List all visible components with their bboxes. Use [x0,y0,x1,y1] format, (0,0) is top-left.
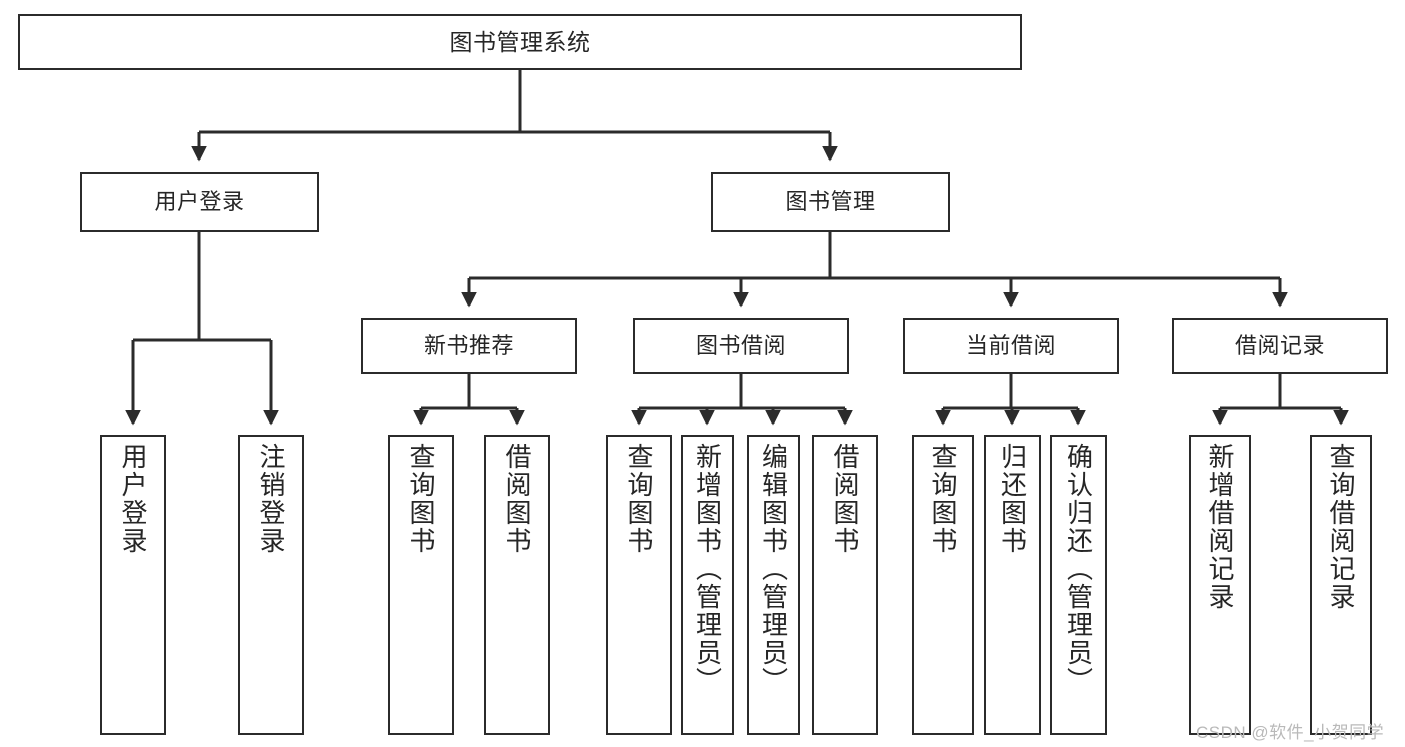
leaf-add-book[interactable]: 新增图书（管理员） [681,435,734,735]
node-root[interactable]: 图书管理系统 [18,14,1022,70]
node-new-book-recommend[interactable]: 新书推荐 [361,318,577,374]
leaf-user-logout-label: 注销登录 [256,443,286,555]
leaf-query-borrow-record-label: 查询借阅记录 [1326,443,1356,611]
node-user-login-label: 用户登录 [154,189,245,215]
leaf-return-book[interactable]: 归还图书 [984,435,1041,735]
leaf-borrow-book[interactable]: 借阅图书 [812,435,878,735]
node-book-manage[interactable]: 图书管理 [711,172,950,232]
node-book-borrow-label: 图书借阅 [695,333,786,359]
csdn-watermark: CSDN @软件_小贺同学 [1196,723,1385,742]
leaf-query-book-recommend-label: 查询图书 [406,443,436,555]
leaf-query-book-recommend[interactable]: 查询图书 [388,435,454,735]
leaf-borrow-book-label: 借阅图书 [830,443,860,555]
leaf-borrow-book-recommend[interactable]: 借阅图书 [484,435,550,735]
leaf-borrow-book-recommend-label: 借阅图书 [502,443,532,555]
leaf-confirm-return-label: 确认归还（管理员） [1063,443,1094,695]
node-new-book-recommend-label: 新书推荐 [423,333,514,359]
leaf-query-borrow-record[interactable]: 查询借阅记录 [1310,435,1372,735]
node-borrow-record-label: 借阅记录 [1234,333,1325,359]
leaf-edit-book[interactable]: 编辑图书（管理员） [747,435,800,735]
leaf-confirm-return[interactable]: 确认归还（管理员） [1050,435,1107,735]
leaf-add-book-label: 新增图书（管理员） [692,443,723,695]
node-current-borrow[interactable]: 当前借阅 [903,318,1119,374]
leaf-edit-book-label: 编辑图书（管理员） [758,443,789,695]
leaf-return-book-label: 归还图书 [997,443,1028,555]
node-book-borrow[interactable]: 图书借阅 [633,318,849,374]
leaf-user-login[interactable]: 用户登录 [100,435,166,735]
node-user-login[interactable]: 用户登录 [80,172,319,232]
leaf-user-logout[interactable]: 注销登录 [238,435,304,735]
node-borrow-record[interactable]: 借阅记录 [1172,318,1388,374]
leaf-query-book-current-label: 查询图书 [928,443,958,555]
leaf-query-book-current[interactable]: 查询图书 [912,435,974,735]
leaf-add-borrow-record[interactable]: 新增借阅记录 [1189,435,1251,735]
node-book-manage-label: 图书管理 [785,189,876,215]
leaf-user-login-label: 用户登录 [118,443,148,555]
leaf-add-borrow-record-label: 新增借阅记录 [1205,443,1235,611]
leaf-query-book-borrow-label: 查询图书 [624,443,654,555]
node-current-borrow-label: 当前借阅 [965,333,1056,359]
leaf-query-book-borrow[interactable]: 查询图书 [606,435,672,735]
node-root-label: 图书管理系统 [449,28,591,55]
